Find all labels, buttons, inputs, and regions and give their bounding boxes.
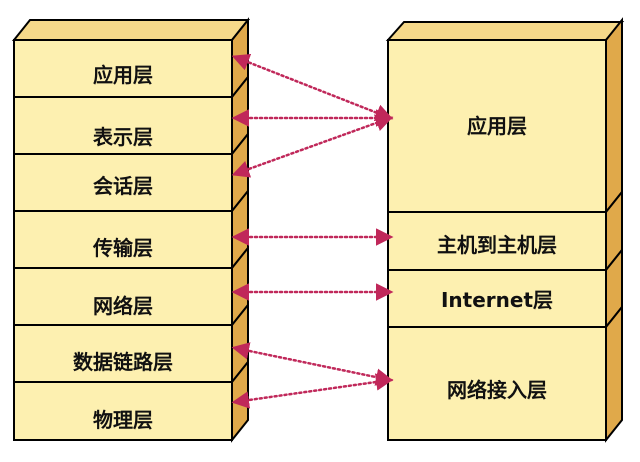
tcpip-layer-label-application: 应用层 [467,113,527,138]
osi-layer-label-physical: 物理层 [93,407,153,432]
osi-block-session [13,153,233,212]
osi-layer-label-application: 应用层 [93,62,153,87]
arrow-physical-to-network-access [231,373,394,409]
tcpip-layer-label-internet: Internet层 [440,287,554,312]
osi-layer-label-network: 网络层 [93,293,153,318]
tcpip-block-network-access [387,326,607,441]
arrow-application-to-application [231,53,394,122]
osi-stack [11,17,251,443]
osi-layer-label-presentation: 表示层 [93,124,153,149]
tcpip-block-internet [387,269,607,328]
tcpip-block-host-to-host [387,211,607,271]
arrow-data-link-to-network-access [231,342,394,386]
tcpip-layer-label-host-to-host: 主机到主机层 [437,232,557,257]
tcpip-stack-top-face [385,21,625,41]
tcpip-stack [385,17,625,443]
osi-block-transport [13,210,233,269]
osi-block-data-link [13,324,233,383]
tcpip-block-side-application [605,17,623,215]
tcpip-layer-label-network-access: 网络接入层 [447,377,547,402]
osi-block-network [13,267,233,326]
osi-block-physical [13,381,233,441]
osi-layer-label-data-link: 数据链路层 [73,349,173,374]
osi-stack-top-face [11,19,251,41]
correspondence-arrows [231,53,394,409]
osi-layer-label-transport: 传输层 [93,235,153,260]
tcpip-block-application [387,39,607,213]
arrow-session-to-application [231,114,394,178]
osi-layer-label-session: 会话层 [93,173,153,198]
tcpip-block-side-network-access [605,304,623,443]
